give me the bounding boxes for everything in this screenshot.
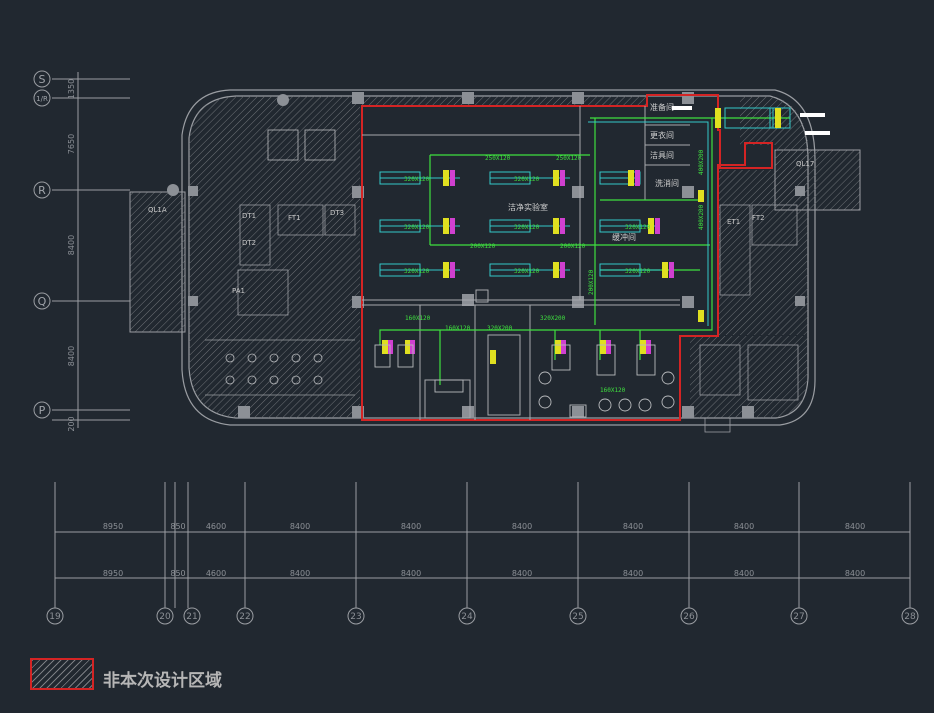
svg-text:8400: 8400 bbox=[734, 569, 754, 578]
row-dim-3: 8400 bbox=[67, 235, 76, 255]
room-tag-ft1: FT1 bbox=[288, 214, 301, 222]
duct-size-labels: 320X120 320X120 320X120 320X120 320X120 … bbox=[404, 149, 705, 394]
svg-text:4600: 4600 bbox=[206, 569, 226, 578]
svg-text:1/R: 1/R bbox=[36, 95, 48, 103]
room-label-wash: 洗消间 bbox=[655, 178, 679, 188]
existing-furniture bbox=[225, 129, 336, 385]
svg-text:8400: 8400 bbox=[845, 522, 865, 531]
svg-text:400X200: 400X200 bbox=[698, 149, 705, 175]
row-bubble-r: R bbox=[33, 181, 51, 199]
svg-text:320X120: 320X120 bbox=[404, 224, 430, 231]
existing-rooms-linework bbox=[205, 204, 799, 433]
interior-walls bbox=[362, 106, 690, 420]
svg-text:200X120: 200X120 bbox=[470, 243, 496, 250]
svg-text:R: R bbox=[38, 184, 46, 197]
room-label-clean: 洁具间 bbox=[650, 150, 674, 160]
svg-text:160X120: 160X120 bbox=[405, 315, 431, 322]
row-dim-5: 200 bbox=[67, 416, 76, 431]
svg-text:20: 20 bbox=[159, 612, 171, 622]
svg-text:8400: 8400 bbox=[401, 522, 421, 531]
room-tag-ql1a: QL1A bbox=[148, 206, 167, 214]
column-bubbles bbox=[46, 607, 919, 625]
out-of-scope-zones bbox=[129, 96, 861, 418]
svg-text:25: 25 bbox=[572, 612, 583, 622]
svg-text:22: 22 bbox=[239, 612, 250, 622]
svg-text:320X120: 320X120 bbox=[404, 176, 430, 183]
column-dim-row-2: 8950 850 4600 8400 8400 8400 8400 8400 8… bbox=[103, 569, 865, 578]
svg-text:8400: 8400 bbox=[512, 522, 532, 531]
svg-text:27: 27 bbox=[793, 612, 804, 622]
svg-text:8400: 8400 bbox=[290, 522, 310, 531]
row-axis bbox=[52, 72, 130, 428]
svg-text:400X200: 400X200 bbox=[698, 204, 705, 230]
legend-label: 非本次设计区域 bbox=[103, 671, 222, 691]
svg-text:24: 24 bbox=[461, 612, 473, 622]
svg-text:320X120: 320X120 bbox=[514, 176, 540, 183]
room-label-dress: 更衣间 bbox=[650, 130, 674, 140]
svg-text:320X200: 320X200 bbox=[540, 315, 566, 322]
svg-text:19: 19 bbox=[49, 612, 61, 622]
room-tag-dt2: DT2 bbox=[242, 239, 256, 247]
design-scope-boundary bbox=[361, 94, 773, 421]
room-label-corridor: 缓冲间 bbox=[612, 232, 636, 242]
svg-text:28: 28 bbox=[904, 612, 916, 622]
room-label-lab: 洁净实验室 bbox=[508, 202, 548, 212]
svg-text:320X120: 320X120 bbox=[625, 224, 651, 231]
svg-text:850: 850 bbox=[170, 522, 185, 531]
svg-text:4600: 4600 bbox=[206, 522, 226, 531]
svg-text:8400: 8400 bbox=[401, 569, 421, 578]
room-tag-pa1: PA1 bbox=[232, 287, 245, 295]
room-tag-ft2: FT2 bbox=[752, 214, 765, 222]
svg-text:21: 21 bbox=[186, 612, 197, 622]
room-label-prep: 准备间 bbox=[650, 102, 674, 112]
svg-text:320X120: 320X120 bbox=[514, 268, 540, 275]
svg-text:P: P bbox=[39, 404, 46, 417]
svg-text:200X120: 200X120 bbox=[588, 269, 595, 295]
svg-text:8400: 8400 bbox=[512, 569, 532, 578]
svg-text:160X120: 160X120 bbox=[445, 325, 471, 332]
row-dim-4: 8400 bbox=[67, 346, 76, 366]
svg-text:250X120: 250X120 bbox=[485, 155, 511, 162]
svg-text:8400: 8400 bbox=[734, 522, 754, 531]
svg-text:Q: Q bbox=[38, 295, 47, 308]
row-bubble-half: 1/R bbox=[33, 89, 51, 107]
room-tag-ql17: QL17 bbox=[796, 160, 814, 168]
room-tag-et1: ET1 bbox=[727, 218, 740, 226]
svg-text:200X120: 200X120 bbox=[560, 243, 586, 250]
svg-text:320X120: 320X120 bbox=[404, 268, 430, 275]
row-bubble-s: S bbox=[33, 70, 51, 88]
svg-text:320X120: 320X120 bbox=[514, 224, 540, 231]
svg-text:8950: 8950 bbox=[103, 522, 123, 531]
column-dim-row-1: 8950 850 4600 8400 8400 8400 8400 8400 8… bbox=[103, 522, 865, 531]
svg-text:8950: 8950 bbox=[103, 569, 123, 578]
svg-text:250X120: 250X120 bbox=[556, 155, 582, 162]
legend-hatch-swatch bbox=[30, 658, 94, 690]
svg-text:8400: 8400 bbox=[290, 569, 310, 578]
outdoor-air-arrows bbox=[672, 106, 830, 135]
column-axis bbox=[54, 482, 911, 608]
svg-text:23: 23 bbox=[350, 612, 361, 622]
svg-text:8400: 8400 bbox=[623, 569, 643, 578]
lower-lab-equipment bbox=[374, 344, 675, 418]
row-dim-1: 1350 bbox=[67, 79, 76, 99]
row-dim-2: 7650 bbox=[67, 134, 76, 154]
duct-units bbox=[379, 107, 791, 364]
svg-text:8400: 8400 bbox=[623, 522, 643, 531]
row-bubble-q: Q bbox=[33, 292, 51, 310]
svg-text:320X120: 320X120 bbox=[625, 268, 651, 275]
room-tag-dt3: DT3 bbox=[330, 209, 344, 217]
svg-text:26: 26 bbox=[683, 612, 695, 622]
svg-text:160X120: 160X120 bbox=[600, 387, 626, 394]
svg-text:S: S bbox=[39, 73, 46, 86]
svg-text:850: 850 bbox=[170, 569, 185, 578]
svg-text:320X200: 320X200 bbox=[487, 325, 513, 332]
room-tag-dt1: DT1 bbox=[242, 212, 256, 220]
row-bubble-p: P bbox=[33, 401, 51, 419]
supply-ducts bbox=[379, 117, 790, 385]
column-bubble-labels: 19 20 21 22 23 24 25 26 27 28 bbox=[49, 612, 916, 622]
svg-text:8400: 8400 bbox=[845, 569, 865, 578]
